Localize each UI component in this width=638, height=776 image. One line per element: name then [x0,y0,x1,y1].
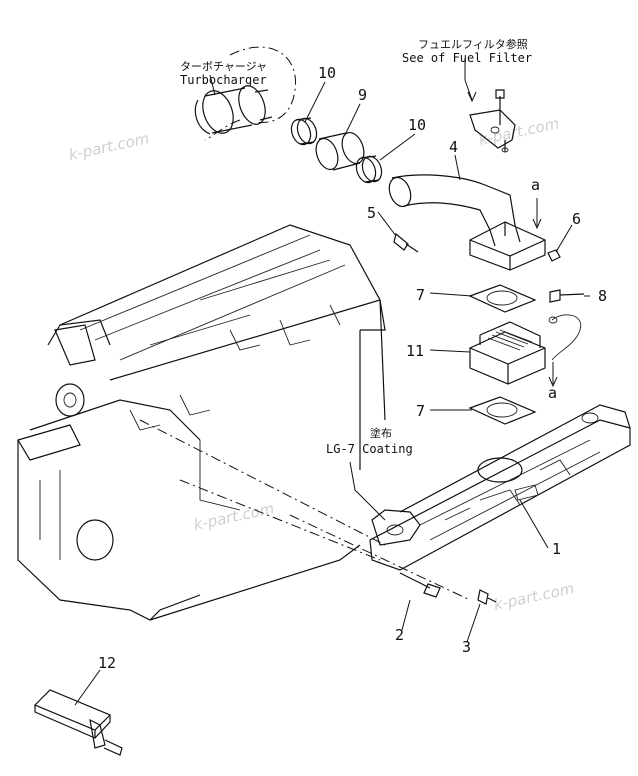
connector-4 [388,174,546,271]
bolt-2 [399,572,441,598]
callout-10: 10 [408,116,426,134]
gasket-7-lower [468,396,537,425]
fuel-filter-label: See of Fuel Filter [402,51,532,65]
nut-6 [547,249,561,262]
gasket-7-upper [468,284,537,313]
callout-12: 12 [98,654,116,672]
fuel-filter-bracket [469,89,516,153]
callout-a: a [531,176,540,194]
callout-3: 3 [462,638,471,656]
watermark: k-part.com [67,129,151,164]
watermark: k-part.com [492,579,576,614]
callout-9: 9 [358,86,367,104]
hose-9 [315,131,365,171]
callout-5: 5 [367,204,376,222]
callout-8: 8 [598,287,607,305]
bolt-5 [393,232,419,253]
heater-11 [469,314,582,385]
manifold-1 [369,404,631,571]
turbocharger-label: Turbocharger [180,73,267,87]
callout-7: 7 [416,402,425,420]
callout-a: a [548,384,557,402]
fuel-filter-label-jp: フュエルフィルタ参照 [418,37,528,51]
callout-4: 4 [449,138,458,156]
coating-label-jp: 塗布 [370,426,392,440]
bolt-3 [477,589,497,605]
part-12 [33,689,123,756]
callout-7: 7 [416,286,425,304]
turbocharger-label-jp: ターボチャージャ [180,60,267,73]
turbocharger [194,46,297,141]
callout-1: 1 [552,540,561,558]
clamp-10-right [355,155,383,184]
watermark: k-part.com [477,114,561,149]
engine-block [17,224,386,621]
coating-label: LG-7 Coating [326,442,413,456]
callout-2: 2 [395,626,404,644]
callout-6: 6 [572,210,581,228]
callout-11: 11 [406,342,424,360]
watermark: k-part.com [192,499,276,534]
clamp-10-left [290,117,318,146]
bolt-8 [549,289,585,303]
callout-10: 10 [318,64,336,82]
